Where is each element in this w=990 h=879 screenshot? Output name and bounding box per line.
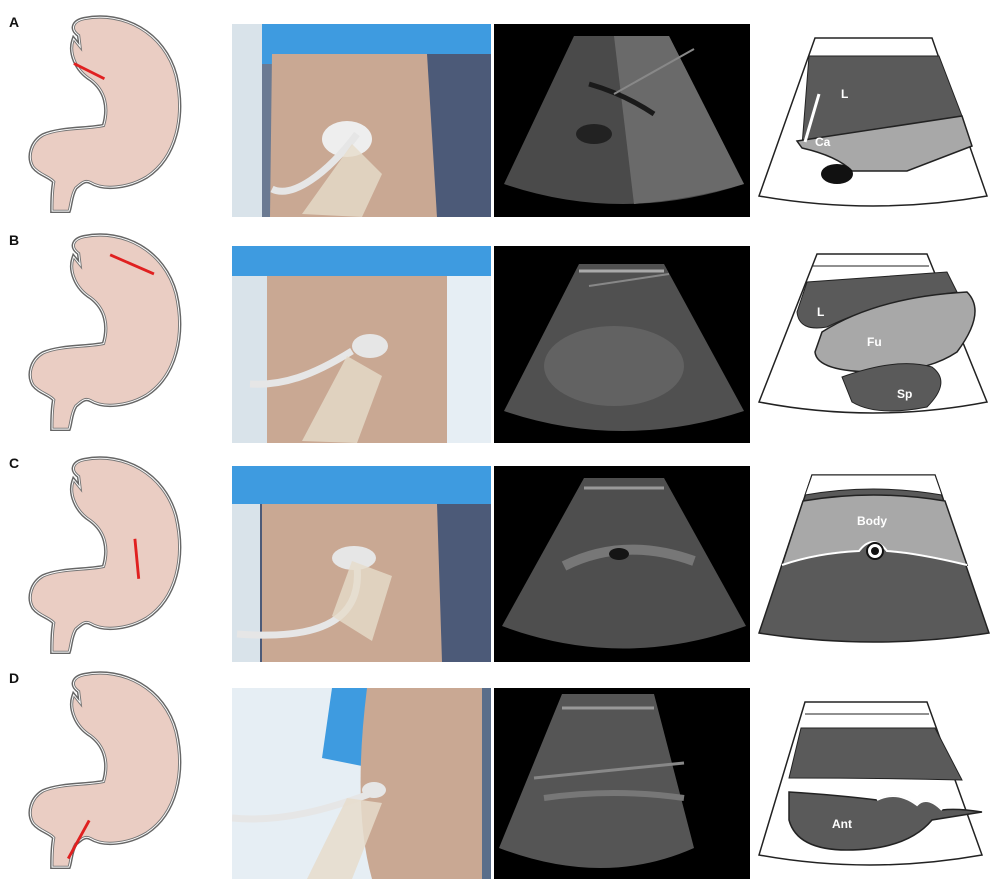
schematic-c: Body bbox=[757, 473, 990, 645]
schematic-a: L Ca bbox=[757, 36, 990, 216]
panel-label-d: D bbox=[9, 670, 19, 686]
panel-label-a: A bbox=[9, 14, 19, 30]
label-fu: Fu bbox=[867, 335, 882, 349]
schematic-b: L Fu Sp bbox=[757, 252, 990, 422]
ultrasound-image-c bbox=[494, 466, 750, 662]
probe-photo-b bbox=[232, 246, 491, 443]
stomach-diagram-d bbox=[28, 670, 198, 870]
panel-label-c: C bbox=[9, 455, 19, 471]
label-l: L bbox=[841, 87, 848, 101]
ultrasound-image-d bbox=[494, 688, 750, 879]
label-body: Body bbox=[857, 514, 887, 528]
probe-photo-d bbox=[232, 688, 491, 879]
stomach-diagram-b bbox=[28, 232, 198, 432]
schematic-d: Ant bbox=[757, 700, 987, 872]
ultrasound-image-a bbox=[494, 24, 750, 217]
label-ant: Ant bbox=[832, 817, 852, 831]
label-sp: Sp bbox=[897, 387, 912, 401]
label-l: L bbox=[817, 305, 824, 319]
stomach-diagram-a bbox=[28, 14, 198, 214]
probe-photo-a bbox=[232, 24, 491, 217]
label-ca: Ca bbox=[815, 135, 831, 149]
panel-label-b: B bbox=[9, 232, 19, 248]
stomach-diagram-c bbox=[28, 455, 198, 655]
ultrasound-image-b bbox=[494, 246, 750, 443]
probe-photo-c bbox=[232, 466, 491, 662]
